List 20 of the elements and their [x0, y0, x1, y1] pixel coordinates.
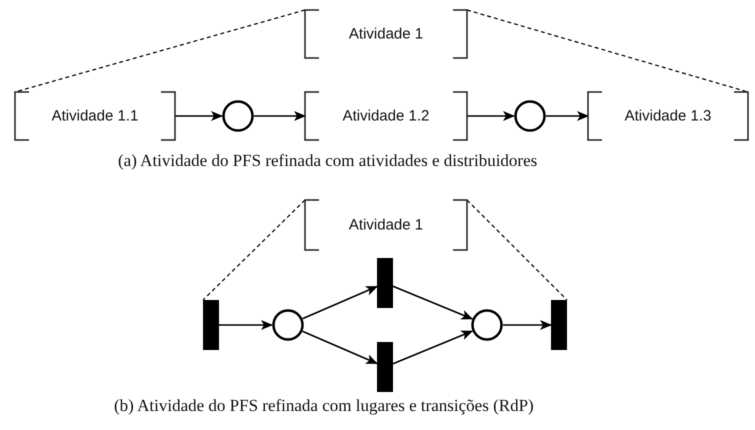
caption: (b) Atividade do PFS refinada com lugares e transições (RdP) — [114, 396, 534, 416]
arrow — [467, 111, 515, 121]
arrow — [392, 330, 474, 364]
arrow — [546, 111, 589, 121]
arrow — [392, 286, 474, 320]
activity-label: Atividade 1 — [348, 216, 424, 234]
caption: (a) Atividade do PFS refinada com atividades e distribuidores — [118, 151, 538, 171]
arrow — [302, 330, 378, 364]
arrow — [175, 111, 223, 121]
activity-label: Atividade 1.2 — [342, 108, 430, 124]
arrow — [219, 320, 273, 330]
refinement-line — [202, 200, 306, 300]
activity-label: Atividade 1 — [348, 26, 424, 42]
refinement-line — [466, 9, 748, 93]
activity-label: Atividade 1.3 — [624, 108, 712, 124]
refinement-line — [466, 200, 568, 300]
arrow — [302, 286, 378, 320]
activity-label: Atividade 1.1 — [52, 108, 138, 124]
arrow — [254, 111, 306, 121]
arrow — [503, 320, 552, 330]
